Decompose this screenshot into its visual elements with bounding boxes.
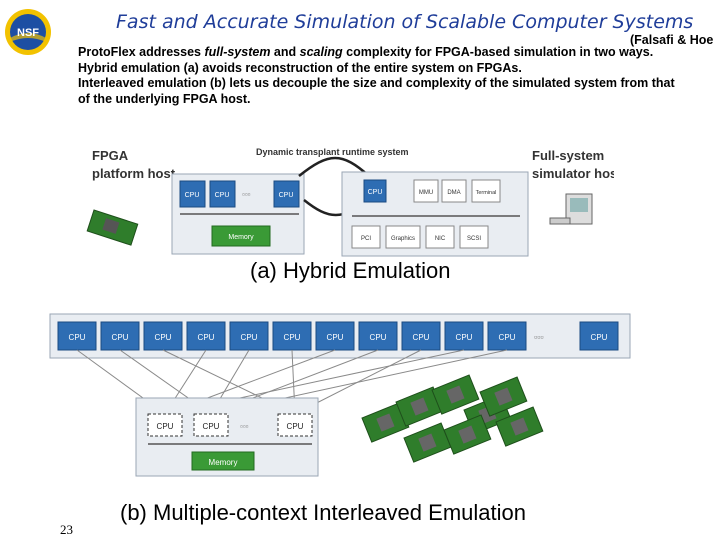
slide-authors: (Falsafi & Hoe	[630, 33, 714, 47]
simulated-cpu-label: CPU	[413, 333, 430, 342]
fpga-board-icon	[495, 406, 544, 447]
caption-hybrid-emulation: (a) Hybrid Emulation	[250, 258, 451, 283]
transplant-arrow-top	[298, 156, 370, 177]
cpu-context-b1	[147, 413, 183, 437]
fpga-host-label-1: FPGA	[92, 148, 129, 163]
fpga-host-label-2: platform host	[92, 166, 176, 181]
page-number: 23	[60, 522, 73, 537]
memory-label-a: Memory	[228, 234, 254, 241]
cpu-context-b2	[193, 413, 229, 437]
bullet-2: Hybrid emulation (a) avoids reconstructi…	[78, 60, 522, 75]
fpga-board-icon	[403, 422, 452, 463]
cpu-label-sim: CPU	[368, 189, 383, 196]
bullet-1-italic-b: scaling	[299, 45, 343, 59]
cpu-label-a2: CPU	[215, 192, 230, 199]
caption-interleaved-emulation: (b) Multiple-context Interleaved Emulati…	[120, 500, 526, 525]
fpga-board-icon	[86, 209, 139, 246]
terminal-box	[471, 179, 501, 203]
interleaved-emulation-diagram: CPU CPU CPU CPU CPU CPU CPU CPU CPU CPU CPU ▫▫▫ CP…	[49, 313, 631, 477]
cpu-context-label-b3: CPU	[287, 422, 304, 431]
simulated-cpu-label: CPU	[69, 333, 86, 342]
mmu-box	[413, 179, 439, 203]
fpga-board-icon	[479, 376, 528, 417]
cpu-label-a1: CPU	[185, 192, 200, 199]
cpu-context-ellipsis: ▫▫▫	[240, 422, 249, 431]
mmu-label: MMU	[419, 190, 433, 196]
cpu-box-a1	[179, 180, 206, 208]
memory-box-a	[211, 225, 271, 247]
fpga-board-icon	[443, 414, 492, 455]
fpga-board-icon	[395, 386, 444, 427]
simulated-cpu-label: CPU	[198, 333, 215, 342]
simulated-cpu-box	[358, 321, 398, 351]
simulated-cpu-label: CPU	[284, 333, 301, 342]
cpu-box-a2	[209, 180, 236, 208]
simulated-cpu-box	[444, 321, 484, 351]
dma-box	[441, 179, 467, 203]
scsi-label: SCSI	[467, 236, 481, 242]
cpu-ellipsis-a: ▫▫▫	[242, 190, 251, 199]
graphics-label: Graphics	[391, 236, 415, 242]
pci-label: PCI	[361, 236, 371, 242]
cpu-label-a3: CPU	[279, 192, 294, 199]
cpu-ellipsis-b: ▫▫▫	[534, 332, 544, 342]
bullet-1-italic-a: full-system	[204, 45, 271, 59]
cpu-box-sim	[363, 179, 387, 203]
nic-label: NIC	[435, 236, 446, 242]
simulated-cpu-label: CPU	[456, 333, 473, 342]
simulated-cpu-box	[401, 321, 441, 351]
slide-body: ProtoFlex addresses full-system and scal…	[78, 45, 688, 107]
simulated-cpu-label: CPU	[112, 333, 129, 342]
simulated-cpu-row: CPU CPU CPU CPU CPU CPU CPU CPU CPU CPU CPU	[57, 321, 527, 351]
cpu-box-a3	[273, 180, 300, 208]
slide-title: Fast and Accurate Simulation of Scalable…	[116, 11, 694, 33]
cpu-context-label-b2: CPU	[203, 422, 220, 431]
nsf-logo: NSF	[5, 9, 51, 55]
simulator-host-label-1: Full-system	[532, 148, 604, 163]
nsf-logo-text: NSF	[17, 27, 39, 39]
bullet-3: Interleaved emulation (b) lets us decoup…	[78, 76, 675, 106]
simulated-cpu-box	[100, 321, 140, 351]
simulated-cpu-box	[487, 321, 527, 351]
memory-label-b: Memory	[209, 458, 238, 467]
pci-box	[351, 225, 381, 249]
simulated-cpu-label: CPU	[370, 333, 387, 342]
simulated-cpu-label: CPU	[499, 333, 516, 342]
fpga-board-icon	[431, 374, 480, 415]
bullet-1: ProtoFlex addresses full-system and scal…	[78, 45, 688, 61]
scsi-box	[459, 225, 489, 249]
hybrid-emulation-diagram: FPGA platform host Dynamic transplant ru…	[86, 147, 614, 257]
bullet-1-text-b: and	[270, 45, 300, 59]
simulated-cpu-label: CPU	[241, 333, 258, 342]
runtime-label: Dynamic transplant runtime system	[256, 147, 409, 157]
terminal-label: Terminal	[476, 190, 497, 196]
simulated-cpu-label: CPU	[327, 333, 344, 342]
simulated-cpu-box	[143, 321, 183, 351]
cpu-context-label-b1: CPU	[157, 422, 174, 431]
nic-box	[425, 225, 455, 249]
fpga-board-cluster-icon	[361, 374, 544, 463]
graphics-box	[385, 225, 421, 249]
memory-box-b	[191, 451, 255, 471]
bullet-1-text-c: complexity for FPGA-based simulation in …	[342, 45, 654, 59]
fpga-board-icon	[361, 402, 410, 443]
simulated-cpu-label: CPU	[155, 333, 172, 342]
workstation-icon	[549, 193, 593, 225]
cpu-label-b-last: CPU	[591, 333, 608, 342]
bullet-1-text-a: ProtoFlex addresses	[78, 45, 205, 59]
simulator-host-label-2: simulator host	[532, 166, 614, 181]
cpu-context-b3	[277, 413, 313, 437]
cpu-box-b-last	[579, 321, 619, 351]
dma-label: DMA	[447, 190, 460, 196]
